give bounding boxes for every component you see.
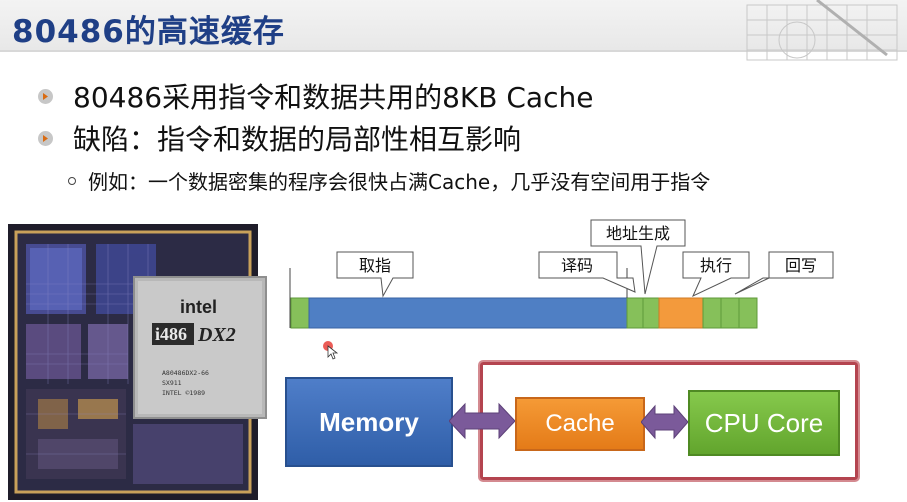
package-brand: intel bbox=[180, 297, 217, 317]
stage-execute-bar bbox=[658, 297, 704, 329]
mouse-cursor-icon bbox=[323, 341, 338, 360]
stage-writeback-3 bbox=[738, 297, 758, 329]
sub-bullet-text: 例如：一个数据密集的程序会很快占满Cache，几乎没有空间用于指令 bbox=[88, 170, 711, 194]
package-marking: INTEL ©1989 bbox=[162, 389, 205, 397]
sub-bullet-example: 例如：一个数据密集的程序会很快占满Cache，几乎没有空间用于指令 bbox=[68, 166, 710, 195]
bullet-shared-cache: 80486采用指令和数据共用的8KB Cache bbox=[38, 76, 593, 116]
memory-block: Memory bbox=[285, 377, 453, 467]
callout-writeback-label: 回写 bbox=[785, 256, 817, 275]
sub-bullet-dot-icon bbox=[68, 176, 76, 185]
stage-decode-1 bbox=[626, 297, 644, 329]
callout-address: 地址生成 bbox=[590, 219, 686, 295]
stage-writeback-2 bbox=[720, 297, 740, 329]
stage-fetch-bar bbox=[308, 297, 628, 329]
callout-execute: 执行 bbox=[682, 251, 750, 298]
package-marking: A80486DX2-66 bbox=[162, 369, 209, 377]
callout-writeback: 回写 bbox=[734, 251, 834, 295]
bullet-arrow-icon bbox=[38, 130, 53, 146]
memory-cache-double-arrow-icon bbox=[449, 402, 515, 440]
bullet-text: 缺陷：指令和数据的局部性相互影响 bbox=[73, 123, 522, 156]
stage-writeback-1 bbox=[702, 297, 722, 329]
slide-title: 80486的高速缓存 bbox=[12, 14, 285, 50]
package-variant: DX2 bbox=[197, 324, 236, 346]
callout-fetch: 取指 bbox=[336, 251, 414, 298]
cache-block: Cache bbox=[515, 397, 645, 451]
decorative-sketch bbox=[746, 0, 898, 61]
package-model: i486 bbox=[155, 324, 187, 344]
callout-fetch-label: 取指 bbox=[359, 256, 391, 275]
bullet-arrow-icon bbox=[38, 88, 53, 104]
callout-execute-label: 执行 bbox=[700, 256, 732, 275]
callout-address-label: 地址生成 bbox=[606, 224, 670, 243]
callout-decode: 译码 bbox=[538, 251, 636, 293]
i486-dx2-package: intel i486 DX2 A80486DX2-66 SX911 INTEL … bbox=[133, 276, 267, 419]
stage-decode-2 bbox=[642, 297, 660, 329]
callout-decode-label: 译码 bbox=[561, 256, 593, 275]
cpu-core-block: CPU Core bbox=[688, 390, 840, 456]
title-bar: 80486的高速缓存 bbox=[0, 0, 907, 61]
cache-cpu-double-arrow-icon bbox=[641, 404, 688, 440]
bullet-text: 80486采用指令和数据共用的8KB Cache bbox=[73, 81, 594, 114]
pipeline-diagram: 取指 译码 地址生成 执行 回写 bbox=[289, 219, 834, 329]
bullet-drawback: 缺陷：指令和数据的局部性相互影响 bbox=[38, 118, 521, 158]
package-marking: SX911 bbox=[162, 379, 182, 387]
stage-pre-fetch bbox=[290, 297, 310, 329]
